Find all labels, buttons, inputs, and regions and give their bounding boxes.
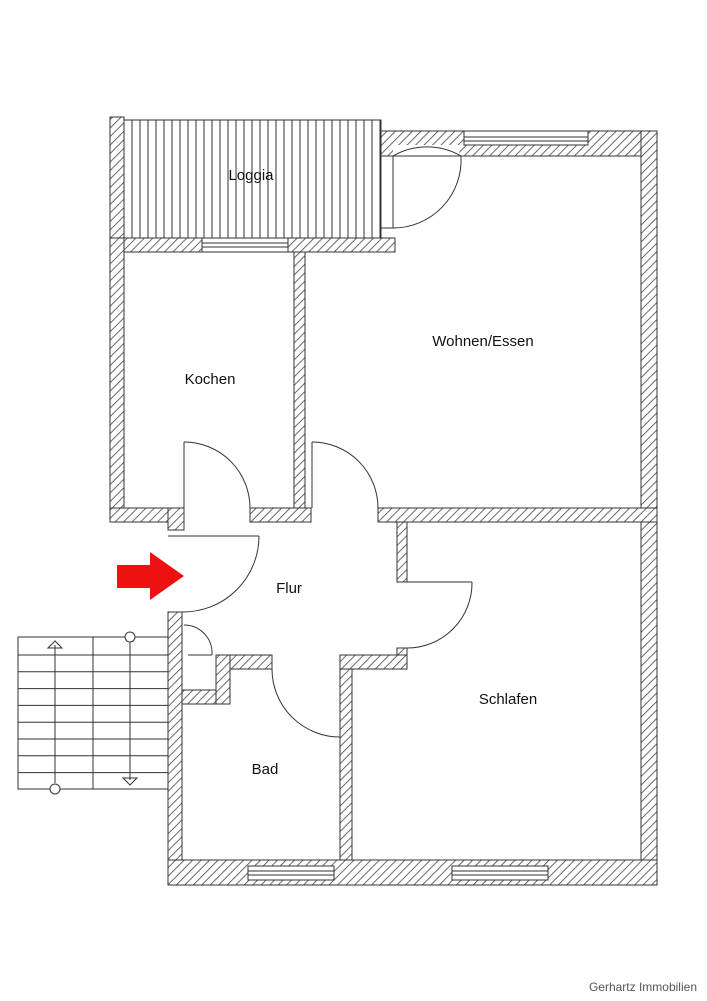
window-living bbox=[463, 130, 589, 146]
room-label-bath: Bad bbox=[252, 761, 279, 778]
windows bbox=[247, 130, 589, 881]
door-bath bbox=[271, 668, 341, 738]
room-label-hall: Flur bbox=[276, 580, 302, 597]
doors bbox=[168, 146, 473, 738]
window-bedroom bbox=[451, 865, 549, 881]
door-closet bbox=[181, 624, 213, 690]
entrance-arrow bbox=[117, 552, 184, 600]
loggia-area bbox=[109, 116, 396, 253]
interior-walls bbox=[109, 251, 658, 861]
credit-text: Gerhartz Immobilien bbox=[589, 980, 697, 994]
door-loggia bbox=[381, 146, 462, 229]
room-label-loggia: Loggia bbox=[228, 167, 274, 184]
room-label-kitchen: Kochen bbox=[185, 371, 236, 388]
window-bath bbox=[247, 865, 335, 881]
door-living bbox=[311, 441, 379, 509]
staircase bbox=[17, 631, 169, 795]
room-label-living: Wohnen/Essen bbox=[432, 333, 533, 350]
door-entrance bbox=[168, 535, 260, 613]
door-bedroom bbox=[406, 581, 473, 649]
door-kitchen bbox=[183, 441, 251, 509]
room-label-bedroom: Schlafen bbox=[479, 691, 537, 708]
